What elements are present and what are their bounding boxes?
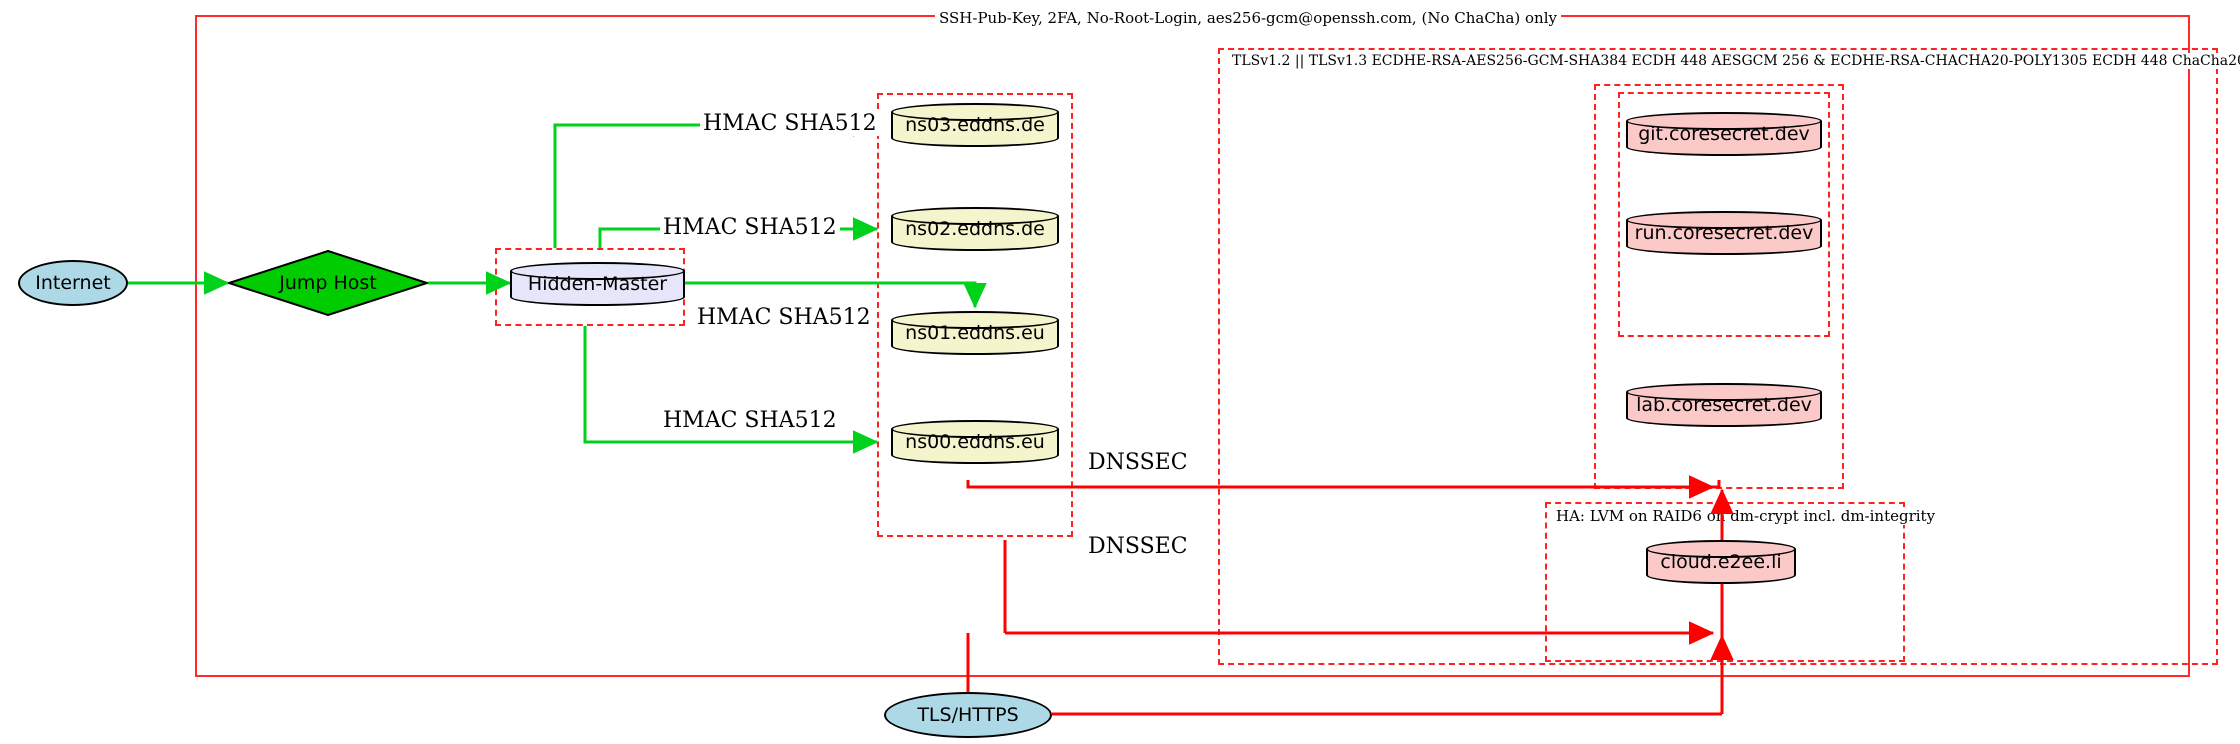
node-tls-https-label: TLS/HTTPS <box>917 704 1019 726</box>
node-ns00-label: ns00.eddns.eu <box>905 431 1045 453</box>
cylinder-bottom <box>1646 566 1796 584</box>
node-internet-label: Internet <box>35 272 111 294</box>
diamond-shape <box>228 250 428 316</box>
node-ns00[interactable]: ns00.eddns.eu <box>891 420 1059 464</box>
cylinder-top <box>1626 383 1822 401</box>
cylinder-bottom <box>891 129 1059 147</box>
cylinder-top <box>891 103 1059 121</box>
node-ns01[interactable]: ns01.eddns.eu <box>891 311 1059 355</box>
node-ns03[interactable]: ns03.eddns.de <box>891 103 1059 147</box>
node-cloud-e2ee[interactable]: cloud.e2ee.li <box>1646 540 1796 584</box>
node-git-coresecret[interactable]: git.coresecret.dev <box>1626 112 1822 156</box>
cylinder-top <box>1626 211 1822 229</box>
node-lab-coresecret[interactable]: lab.coresecret.dev <box>1626 383 1822 427</box>
cluster-dns-zone <box>877 93 1073 537</box>
cluster-label-tls-policy: TLSv1.2 || TLSv1.3 ECDHE-RSA-AES256-GCM-… <box>1228 53 2240 69</box>
cylinder-bottom <box>1626 409 1822 427</box>
node-git-coresecret-label: git.coresecret.dev <box>1638 123 1810 145</box>
node-ns02-label: ns02.eddns.de <box>905 218 1045 240</box>
cylinder-bottom <box>510 288 685 306</box>
node-tls-https[interactable]: TLS/HTTPS <box>884 692 1052 738</box>
edge-master-to-ns01 <box>685 281 987 309</box>
cylinder-bottom <box>891 446 1059 464</box>
cylinder-top <box>1626 112 1822 130</box>
cylinder-bottom <box>1626 138 1822 156</box>
edge-label-hmac-ns01: HMAC SHA512 <box>694 305 874 330</box>
edge-label-dnssec-upper: DNSSEC <box>1085 450 1191 475</box>
cylinder-top <box>891 311 1059 329</box>
cylinder-bottom <box>891 233 1059 251</box>
cylinder-top <box>1646 540 1796 558</box>
edge-label-hmac-ns03: HMAC SHA512 <box>700 111 880 136</box>
node-run-coresecret[interactable]: run.coresecret.dev <box>1626 211 1822 255</box>
cylinder-bottom <box>1626 237 1822 255</box>
cluster-label-ssh-boundary: SSH-Pub-Key, 2FA, No-Root-Login, aes256-… <box>935 9 1561 27</box>
node-run-coresecret-label: run.coresecret.dev <box>1634 222 1814 244</box>
cylinder-top <box>891 207 1059 225</box>
node-hidden-master[interactable]: Hidden-Master <box>510 262 685 306</box>
cylinder-top <box>891 420 1059 438</box>
node-jump-host[interactable]: Jump Host <box>228 250 428 316</box>
node-internet[interactable]: Internet <box>18 260 128 306</box>
node-cloud-e2ee-label: cloud.e2ee.li <box>1660 551 1782 573</box>
node-ns03-label: ns03.eddns.de <box>905 114 1045 136</box>
cluster-coresecret-inner <box>1618 92 1830 337</box>
cylinder-bottom <box>891 337 1059 355</box>
node-jump-host-label: Jump Host <box>279 272 377 294</box>
edge-master-to-ns00 <box>583 326 879 454</box>
edge-label-dnssec-lower: DNSSEC <box>1085 534 1191 559</box>
cluster-tls-policy <box>1218 48 2218 665</box>
node-hidden-master-label: Hidden-Master <box>527 273 668 295</box>
node-ns02[interactable]: ns02.eddns.de <box>891 207 1059 251</box>
cluster-label-ha-storage: HA: LVM on RAID6 on dm-crypt incl. dm-in… <box>1552 507 1940 525</box>
node-lab-coresecret-label: lab.coresecret.dev <box>1636 394 1812 416</box>
edge-label-hmac-ns02: HMAC SHA512 <box>660 215 840 240</box>
edge-label-hmac-ns00: HMAC SHA512 <box>660 408 840 433</box>
cylinder-top <box>510 262 685 280</box>
node-ns01-label: ns01.eddns.eu <box>905 322 1045 344</box>
